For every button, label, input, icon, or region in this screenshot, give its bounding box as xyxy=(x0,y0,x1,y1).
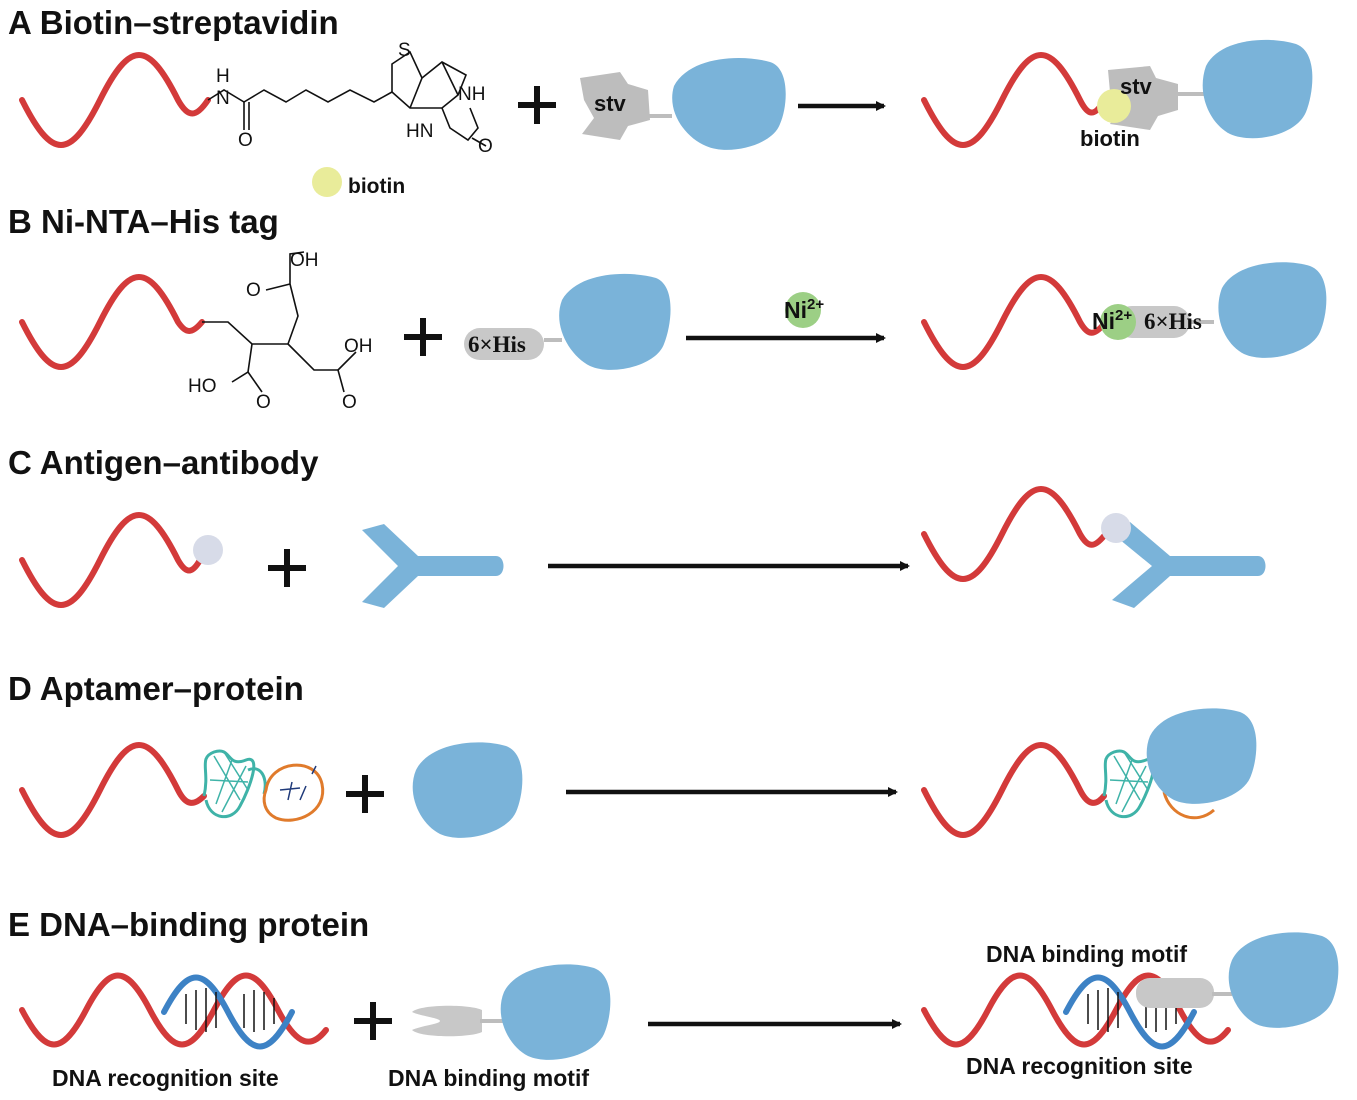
biotin-structure: H N O S NH HN O xyxy=(207,40,493,157)
product-a: stv biotin xyxy=(921,39,1313,151)
dna-helix-icon xyxy=(921,972,1231,1048)
protein-icon xyxy=(1146,708,1257,804)
protein-icon xyxy=(1218,262,1327,358)
antibody-icon xyxy=(1108,522,1266,608)
section-b-title: B Ni-NTA–His tag xyxy=(8,203,279,240)
nta-structure: OH O OH HO O O xyxy=(188,250,373,413)
protein-icon xyxy=(1202,39,1313,139)
chem-label: NH xyxy=(458,84,485,105)
biotin-label: biotin xyxy=(1080,126,1140,151)
dna-recognition-site-icon xyxy=(19,972,329,1050)
plus-icon xyxy=(268,549,306,587)
aptamer-icon xyxy=(1102,749,1215,820)
dna-helix-icon xyxy=(921,742,1107,838)
streptavidin-icon xyxy=(580,72,672,140)
section-b: B Ni-NTA–His tag OH O OH HO O O 6×His Ni… xyxy=(8,203,1327,413)
plus-icon xyxy=(404,318,442,356)
product-e: DNA binding motif DNA recognition site xyxy=(921,932,1339,1079)
nickel-ion-icon xyxy=(785,292,821,328)
dna-helix-icon xyxy=(19,274,205,370)
nickel-label: Ni2+ xyxy=(784,296,824,323)
section-e-title: E DNA–binding protein xyxy=(8,906,369,943)
protein-icon xyxy=(412,742,523,838)
chem-label: OH xyxy=(344,336,373,357)
protein-icon xyxy=(672,57,786,150)
biotin-icon xyxy=(312,167,342,197)
product-b: Ni2+ 6×His xyxy=(921,262,1327,370)
section-a: A Biotin–streptavidin H N O S NH HN O bi… xyxy=(8,4,1313,198)
product-d xyxy=(921,708,1257,838)
binding-motif-label: DNA binding motif xyxy=(986,941,1187,967)
section-e: E DNA–binding protein DNA recognition si… xyxy=(8,906,1339,1091)
chem-label: O xyxy=(342,392,357,413)
chem-label: O xyxy=(238,130,253,151)
chem-label: HN xyxy=(406,121,433,142)
dna-binding-motif-icon xyxy=(1136,978,1214,1008)
plus-icon xyxy=(518,86,556,124)
chem-label: HO xyxy=(188,376,217,397)
his-tag-icon xyxy=(464,328,544,360)
dna-helix-icon xyxy=(921,52,1105,148)
protein-icon xyxy=(500,964,611,1060)
chem-label: N xyxy=(216,88,230,109)
chem-label: O xyxy=(246,280,261,301)
dna-helix-icon xyxy=(19,742,207,838)
antigen-icon xyxy=(1101,513,1131,543)
chem-label: O xyxy=(478,136,493,157)
his-tag-icon xyxy=(1116,306,1190,338)
nickel-label: Ni2+ xyxy=(1092,307,1132,334)
plus-icon xyxy=(346,775,384,813)
chem-label: H xyxy=(216,66,230,87)
dna-binding-motif-icon xyxy=(412,1005,482,1037)
stv-label: stv xyxy=(594,91,627,116)
dna-helix-icon xyxy=(19,52,211,148)
section-d: D Aptamer–protein xyxy=(8,670,1257,838)
chem-label: OH xyxy=(290,250,319,271)
stv-label: stv xyxy=(1120,74,1153,99)
binding-motif-label: DNA binding motif xyxy=(388,1065,589,1091)
recognition-site-label: DNA recognition site xyxy=(52,1065,279,1091)
dna-helix-icon xyxy=(1063,974,1197,1050)
dna-helix-icon xyxy=(921,274,1107,370)
dna-helix-icon xyxy=(19,512,203,608)
dna-helix-icon xyxy=(921,486,1107,582)
section-c-title: C Antigen–antibody xyxy=(8,444,319,481)
antigen-icon xyxy=(193,535,223,565)
his-tag-label: 6×His xyxy=(468,332,526,357)
plus-icon xyxy=(354,1002,392,1040)
nickel-ion-icon xyxy=(1100,304,1136,340)
biotin-icon xyxy=(1097,89,1131,123)
protein-icon xyxy=(559,273,671,370)
section-d-title: D Aptamer–protein xyxy=(8,670,304,707)
legend-biotin-label: biotin xyxy=(348,175,405,198)
chem-label: O xyxy=(256,392,271,413)
product-c xyxy=(921,486,1266,608)
aptamer-icon xyxy=(202,749,325,822)
recognition-site-label: DNA recognition site xyxy=(966,1053,1193,1079)
protein-icon xyxy=(1228,932,1339,1028)
antibody-icon xyxy=(362,524,504,608)
section-a-title: A Biotin–streptavidin xyxy=(8,4,339,41)
his-tag-label: 6×His xyxy=(1144,309,1202,334)
chem-label: S xyxy=(398,40,411,61)
section-c: C Antigen–antibody xyxy=(8,444,1266,608)
